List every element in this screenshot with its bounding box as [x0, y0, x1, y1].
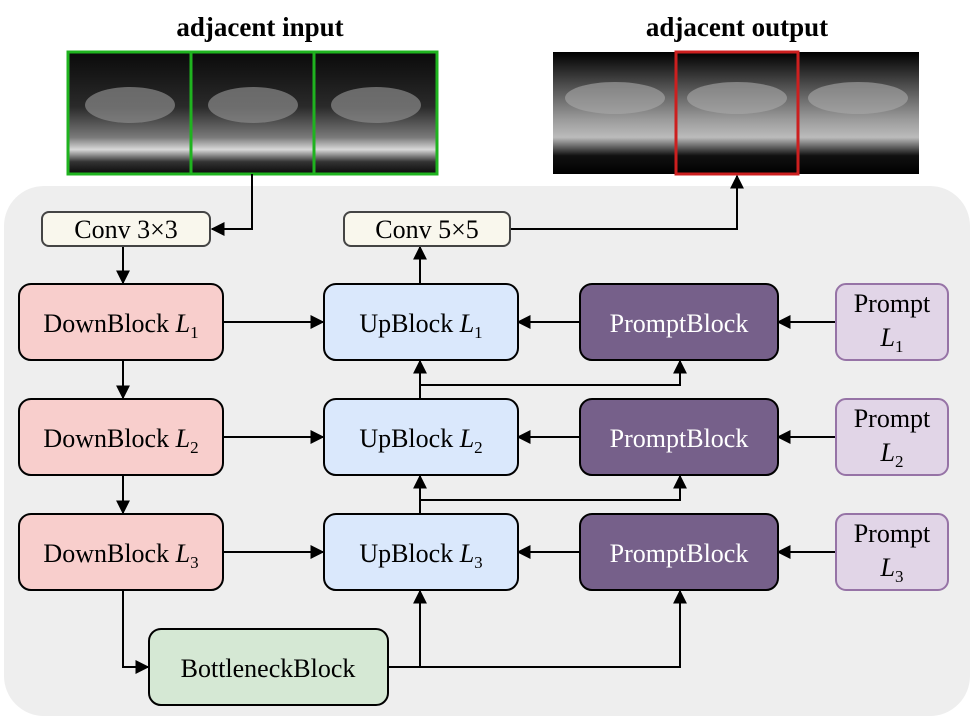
prompt-1: Prompt L1 [835, 283, 949, 361]
up-block-3: UpBlock L3 [323, 513, 519, 591]
bottleneck-block: BottleneckBlock [148, 628, 389, 706]
down-block-2: DownBlock L2 [18, 398, 224, 476]
svg-text:L2: L2 [880, 438, 904, 471]
prompt-3: Prompt L3 [835, 513, 949, 591]
svg-text:UpBlock L3: UpBlock L3 [359, 539, 482, 572]
prompt-block-1: PromptBlock [579, 283, 779, 361]
svg-text:UpBlock L2: UpBlock L2 [359, 424, 482, 457]
svg-text:L1: L1 [880, 323, 904, 356]
prompt-block-2: PromptBlock [579, 398, 779, 476]
svg-text:DownBlock L1: DownBlock L1 [43, 309, 198, 342]
up-block-1: UpBlock L1 [323, 283, 519, 361]
svg-text:Prompt: Prompt [854, 289, 931, 318]
svg-text:Prompt: Prompt [854, 519, 931, 548]
output-title: adjacent output [646, 12, 828, 42]
svg-text:Conv 5×5: Conv 5×5 [375, 215, 479, 244]
up-block-2: UpBlock L2 [323, 398, 519, 476]
conv-5x5-block: Conv 5×5 [343, 211, 511, 247]
conv-3x3-block: Conv 3×3 [41, 211, 211, 247]
svg-text:PromptBlock: PromptBlock [610, 424, 749, 453]
svg-text:DownBlock L3: DownBlock L3 [43, 539, 198, 572]
svg-text:PromptBlock: PromptBlock [610, 539, 749, 568]
adjacent-input-images [66, 50, 439, 176]
input-title: adjacent input [176, 12, 343, 42]
svg-text:BottleneckBlock: BottleneckBlock [181, 654, 356, 683]
prompt-2: Prompt L2 [835, 398, 949, 476]
svg-text:DownBlock L2: DownBlock L2 [43, 424, 198, 457]
svg-text:L3: L3 [880, 553, 904, 586]
connectors [116, 174, 835, 674]
prompt-block-3: PromptBlock [579, 513, 779, 591]
down-block-1: DownBlock L1 [18, 283, 224, 361]
svg-text:UpBlock L1: UpBlock L1 [359, 309, 482, 342]
svg-text:Conv 3×3: Conv 3×3 [74, 215, 178, 244]
down-block-3: DownBlock L3 [18, 513, 224, 591]
svg-text:Prompt: Prompt [854, 404, 931, 433]
svg-text:PromptBlock: PromptBlock [610, 309, 749, 338]
adjacent-output-images [553, 50, 919, 176]
